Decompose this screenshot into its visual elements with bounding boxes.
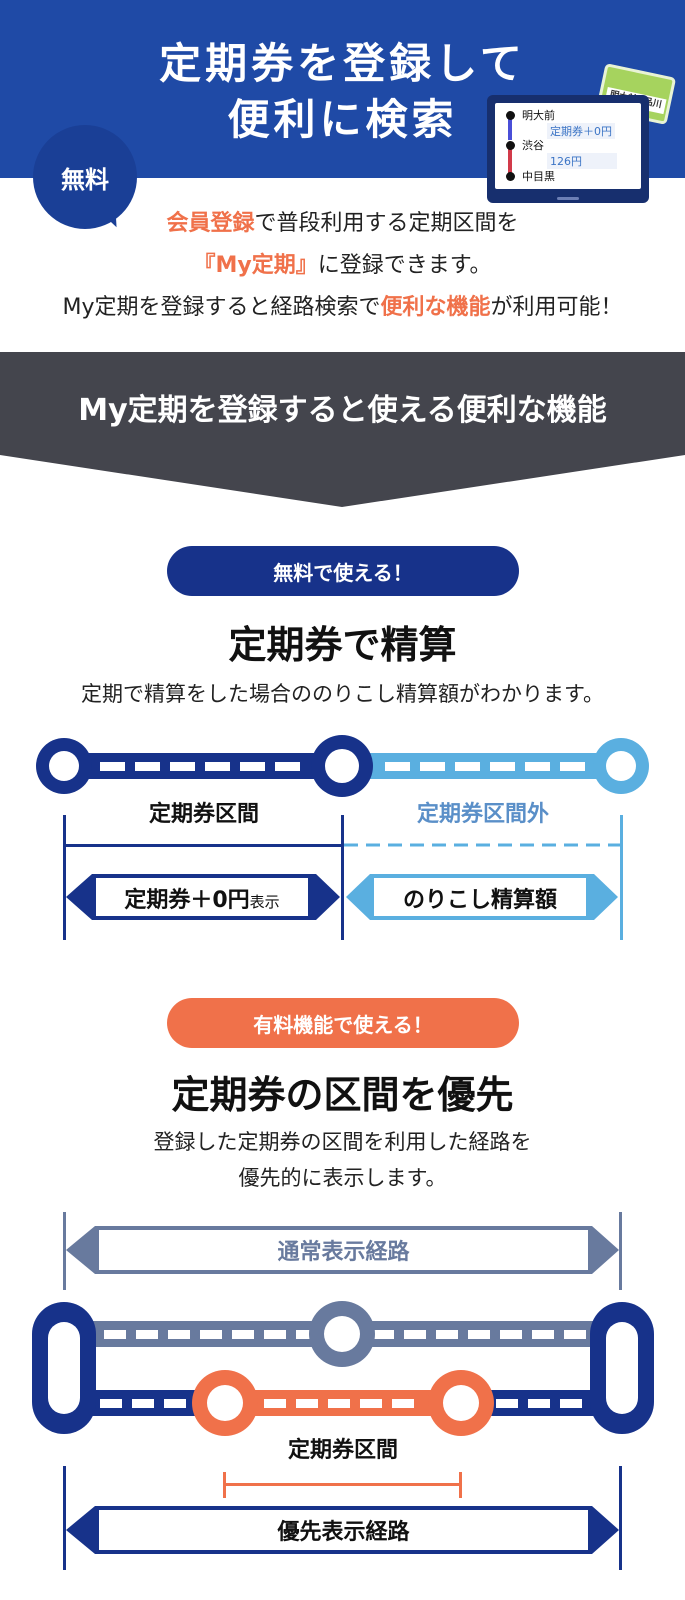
free-badge: 無料 — [33, 125, 137, 229]
station-name: 明大前 — [522, 109, 555, 122]
station-name: 渋谷 — [522, 139, 544, 152]
member-registration-highlight: 会員登録 — [166, 211, 255, 236]
feature2-description: 登録した定期券の区間を利用した経路を 優先的に表示します。 — [0, 1124, 685, 1196]
tablet-screen: 明大前 定期券＋0円 渋谷 126円 中目黒 — [495, 103, 641, 189]
pass-fare-text: 定期券＋0円 — [124, 888, 250, 913]
pass-fare-box: 定期券＋0円表示 — [96, 882, 308, 914]
station-dot — [506, 111, 515, 120]
intro-line3-start: My定期を登録すると経路検索で — [62, 295, 381, 320]
tablet-home-button — [557, 197, 579, 200]
feature2-description-line2: 優先的に表示します。 — [238, 1166, 447, 1190]
section-banner-title: My定期を登録すると使える便利な機能 — [78, 393, 607, 428]
fare-label: 定期券＋0円 — [547, 123, 615, 139]
fare-label: 126円 — [547, 153, 617, 169]
label-pass-section: 定期券区間 — [148, 802, 259, 827]
intro-line2-text: に登録できます。 — [317, 253, 492, 278]
pass-fare-suffix: 表示 — [249, 893, 280, 911]
intro-line3-end: が利用可能！ — [490, 295, 623, 320]
feature2-description-line1: 登録した定期券の区間を利用した経路を — [153, 1130, 532, 1154]
feature2-title: 定期券の区間を優先 — [171, 1073, 514, 1117]
feature1-description: 定期で精算をした場合ののりこし精算額がわかります。 — [81, 682, 604, 706]
intro-line1: 会員登録で普段利用する定期区間を — [0, 203, 685, 245]
route-segment-red — [508, 148, 512, 176]
station-dot — [506, 141, 515, 150]
feature1-title: 定期券で精算 — [228, 623, 457, 667]
my-pass-highlight: 『My定期』 — [193, 253, 318, 278]
intro-line1-text: で普段利用する定期区間を — [254, 211, 519, 236]
station-dot — [506, 172, 515, 181]
normal-route-label: 通常表示経路 — [277, 1240, 410, 1265]
intro-line3: My定期を登録すると経路検索で便利な機能が利用可能！ — [0, 287, 685, 329]
hero-title: 定期券を登録して 便利に検索 — [0, 36, 685, 148]
route-segment-blue — [508, 118, 512, 140]
station-name: 中目黒 — [522, 170, 555, 183]
excess-fare-box: のりこし精算額 — [402, 888, 557, 913]
pass-section-label: 定期券区間 — [287, 1438, 398, 1463]
paid-feature-pill: 有料機能で使える！ — [167, 998, 519, 1048]
section-banner — [0, 352, 685, 507]
intro-text: 会員登録で普段利用する定期区間を 『My定期』に登録できます。 My定期を登録す… — [0, 203, 685, 329]
intro-line2: 『My定期』に登録できます。 — [0, 245, 685, 287]
hero-title-line1: 定期券を登録して — [159, 39, 526, 88]
label-outside-pass-section: 定期券区間外 — [416, 802, 549, 827]
convenient-feature-highlight: 便利な機能 — [380, 295, 491, 320]
hero-title-line2: 便利に検索 — [227, 95, 458, 144]
free-feature-pill: 無料で使える！ — [167, 546, 519, 596]
priority-route-label: 優先表示経路 — [277, 1520, 410, 1545]
tablet-illustration: 明大前 定期券＋0円 渋谷 126円 中目黒 — [487, 95, 649, 203]
